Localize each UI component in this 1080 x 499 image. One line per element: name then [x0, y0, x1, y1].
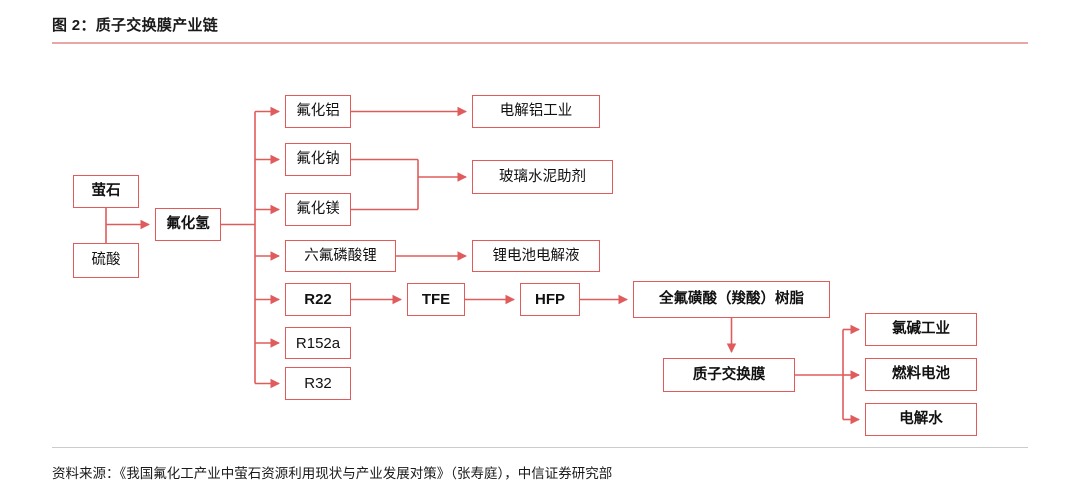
node-r22[interactable]: R22	[285, 283, 351, 316]
footer-divider	[52, 447, 1028, 448]
node-proton-exchange-membrane[interactable]: 质子交换膜	[663, 358, 795, 392]
node-lithium-battery-electrolyte[interactable]: 锂电池电解液	[472, 240, 600, 272]
node-glass-cement-additive[interactable]: 玻璃水泥助剂	[472, 160, 613, 194]
node-lithium-hexafluorophosphate[interactable]: 六氟磷酸锂	[285, 240, 396, 272]
node-aluminium-fluoride[interactable]: 氟化铝	[285, 95, 351, 128]
node-perfluorosulfonic-acid-resin[interactable]: 全氟磺酸（羧酸）树脂	[633, 281, 830, 318]
node-magnesium-fluoride[interactable]: 氟化镁	[285, 193, 351, 226]
node-tfe[interactable]: TFE	[407, 283, 465, 316]
page-title: 图 2：质子交换膜产业链	[52, 17, 219, 34]
source-note: 资料来源：《我国氟化工产业中萤石资源利用现状与产业发展对策》（张寿庭），中信证券…	[52, 466, 613, 481]
node-r32[interactable]: R32	[285, 367, 351, 400]
node-electrolytic-aluminium-industry[interactable]: 电解铝工业	[472, 95, 600, 128]
node-fluorite[interactable]: 萤石	[73, 175, 139, 208]
node-r152a[interactable]: R152a	[285, 327, 351, 359]
node-hfp[interactable]: HFP	[520, 283, 580, 316]
node-fuel-cell[interactable]: 燃料电池	[865, 358, 977, 391]
header-divider	[52, 42, 1028, 44]
node-sulfuric-acid[interactable]: 硫酸	[73, 243, 139, 278]
node-sodium-fluoride[interactable]: 氟化钠	[285, 143, 351, 176]
node-chlor-alkali-industry[interactable]: 氯碱工业	[865, 313, 977, 346]
node-hydrogen-fluoride[interactable]: 氟化氢	[155, 208, 221, 241]
node-water-electrolysis[interactable]: 电解水	[865, 403, 977, 436]
